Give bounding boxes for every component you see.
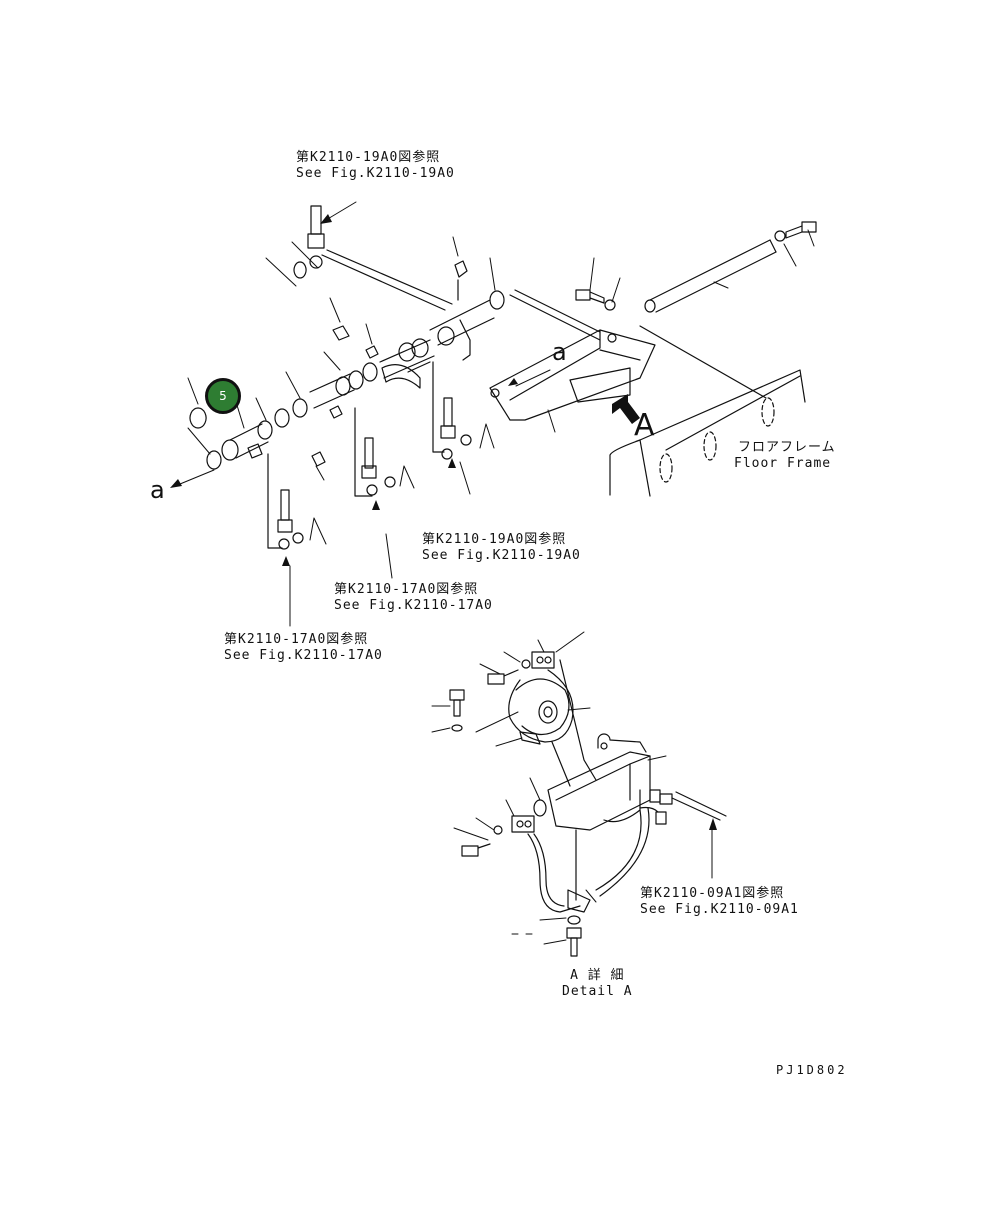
- detail-a-en: Detail A: [562, 984, 633, 999]
- ref-mid-left-en: See Fig.K2110-17A0: [224, 648, 383, 663]
- ref-lower-right-en: See Fig.K2110-09A1: [640, 902, 799, 917]
- view-marker-A: A: [634, 408, 655, 443]
- ref-mid-right-en: See Fig.K2110-19A0: [422, 548, 581, 563]
- ref-mid-en: See Fig.K2110-17A0: [334, 598, 493, 613]
- ref-mid-left-jp: 第K2110-17A0図参照: [224, 632, 369, 647]
- ref-mid-right-jp: 第K2110-19A0図参照: [422, 532, 567, 547]
- callout-badge[interactable]: 5: [205, 378, 241, 414]
- view-marker-a-left: a: [150, 476, 165, 504]
- vertical-rods: [267, 361, 472, 550]
- ref-lower-right-jp: 第K2110-09A1図参照: [640, 886, 785, 901]
- top-right-bolts: [575, 221, 817, 311]
- view-marker-a-upper: a: [552, 338, 567, 366]
- detail-a-assembly: [431, 631, 727, 957]
- ref-mid: 第K2110-17A0図参照 See Fig.K2110-17A0: [334, 582, 493, 614]
- floor-frame-en: Floor Frame: [734, 456, 832, 471]
- floor-frame-jp: フロアフレーム: [738, 440, 836, 455]
- ref-mid-right: 第K2110-19A0図参照 See Fig.K2110-19A0: [422, 532, 581, 564]
- ref-top: 第K2110-19A0図参照 See Fig.K2110-19A0: [296, 150, 455, 182]
- upper-linkage: [189, 205, 601, 470]
- drawing-code: PJ1D802: [776, 1063, 848, 1077]
- leader-lines: [179, 201, 815, 627]
- floor-frame-label: フロアフレーム Floor Frame: [734, 440, 836, 472]
- detail-a-label: A 詳 細 Detail A: [562, 968, 633, 1000]
- detail-a-jp: A 詳 細: [570, 968, 625, 983]
- bracket-assembly: [489, 239, 806, 497]
- ref-mid-jp: 第K2110-17A0図参照: [334, 582, 479, 597]
- ref-lower-right: 第K2110-09A1図参照 See Fig.K2110-09A1: [640, 886, 799, 918]
- ref-top-en: See Fig.K2110-19A0: [296, 166, 455, 181]
- arrow-heads[interactable]: [170, 214, 717, 830]
- callout-number: 5: [219, 389, 227, 403]
- ref-top-jp: 第K2110-19A0図参照: [296, 150, 441, 165]
- ref-mid-left: 第K2110-17A0図参照 See Fig.K2110-17A0: [224, 632, 383, 664]
